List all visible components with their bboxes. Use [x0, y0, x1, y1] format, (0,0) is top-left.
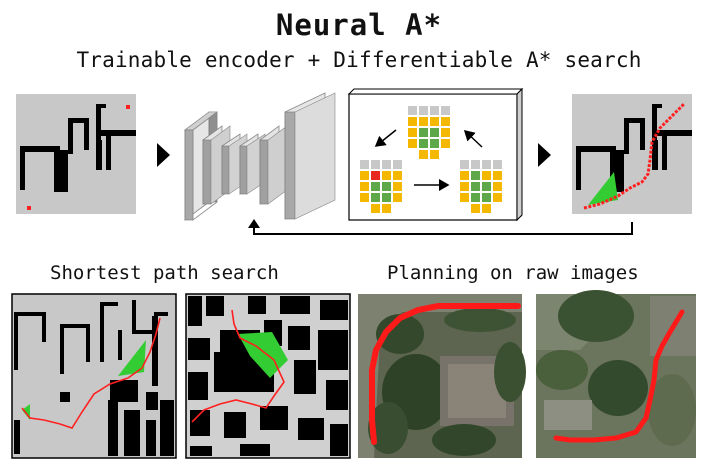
section-label-raw-images: Planning on raw images	[387, 262, 639, 284]
arrow-right-icon	[157, 143, 170, 167]
maze-example-2	[185, 293, 351, 459]
output-map	[572, 94, 692, 214]
start-marker	[27, 206, 31, 210]
search-cycle-icon	[347, 87, 524, 222]
page-subtitle: Trainable encoder + Differentiable A* se…	[76, 48, 642, 72]
section-label-shortest-path: Shortest path search	[50, 262, 279, 284]
goal-marker	[126, 105, 130, 109]
current-node	[371, 171, 380, 180]
feedback-arrow-icon	[248, 219, 633, 235]
page-title: Neural A*	[275, 8, 443, 42]
input-map	[16, 94, 136, 214]
arrow-right-icon	[538, 143, 551, 167]
aerial-example-1	[358, 294, 526, 458]
encoder-cnn-icon	[184, 92, 336, 221]
maze-example-1	[11, 293, 177, 459]
aerial-example-2	[536, 290, 696, 458]
